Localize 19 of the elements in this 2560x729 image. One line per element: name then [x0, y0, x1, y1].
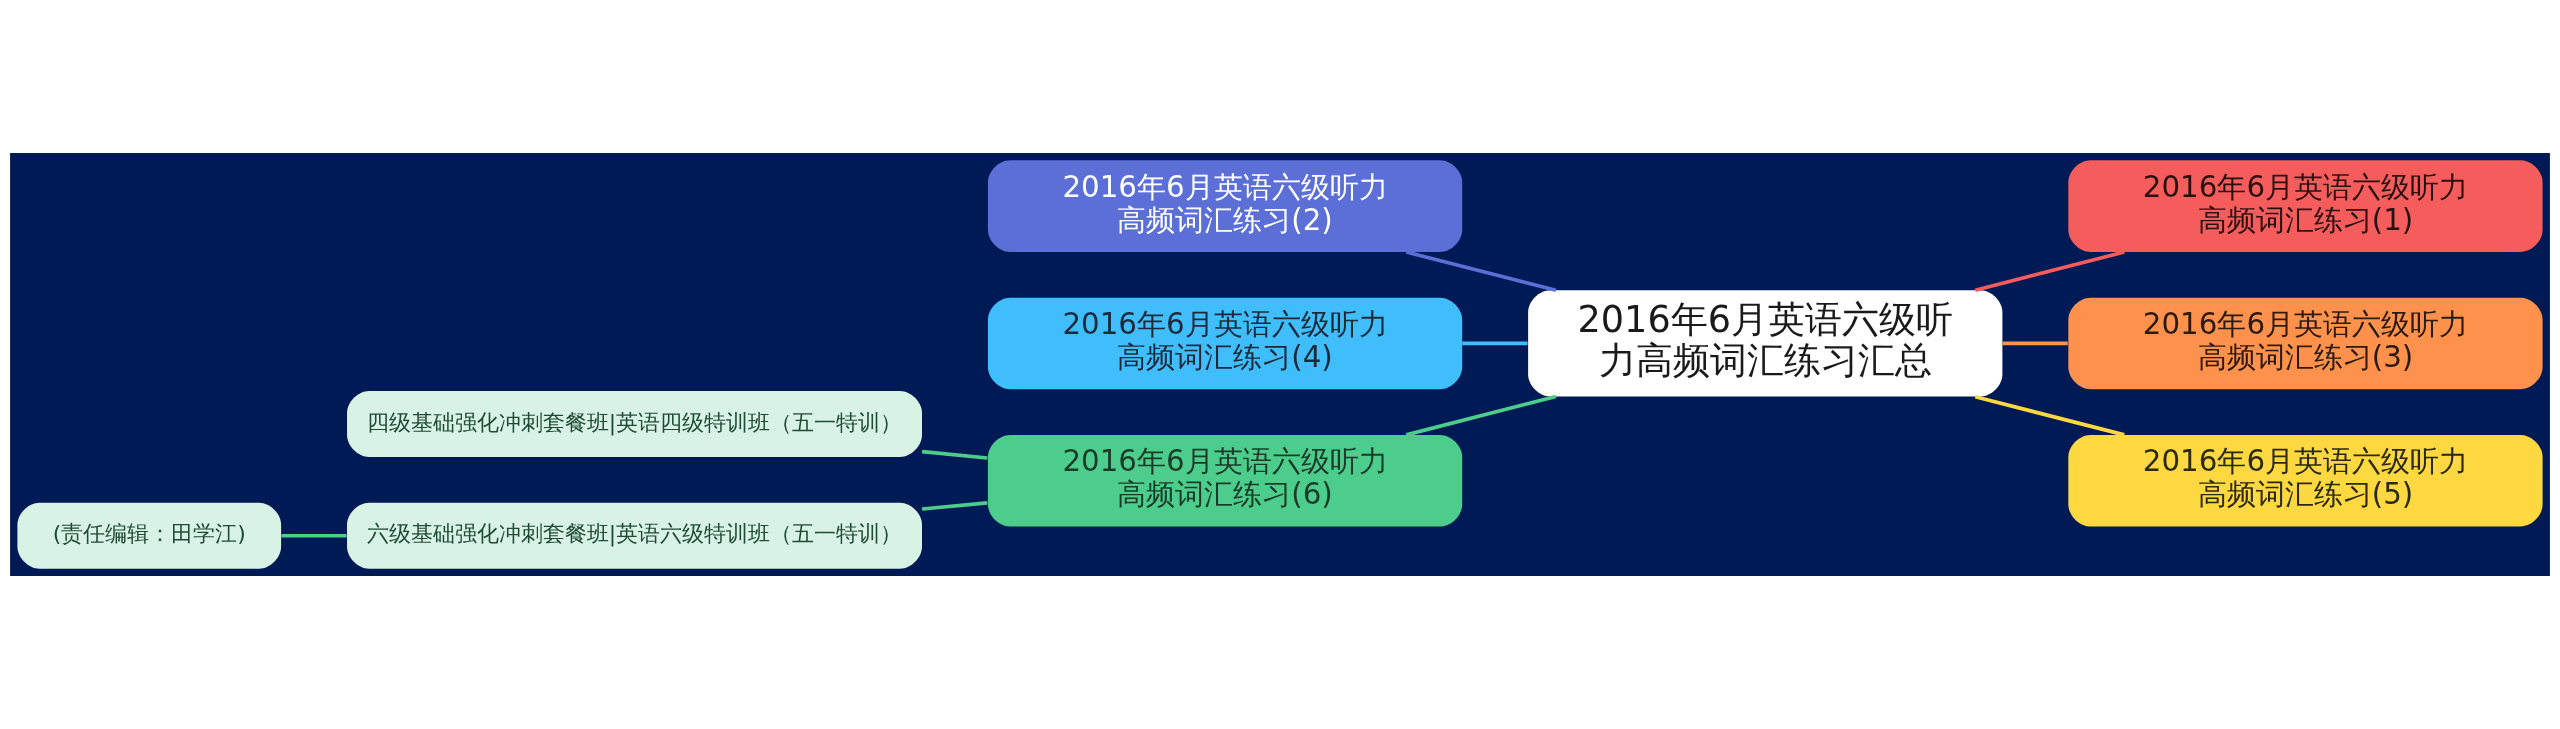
node-box: 2016年6月英语六级听力高频词汇练习(3): [2068, 297, 2543, 390]
node-box: 四级基础强化冲刺套餐班|英语四级特训班（五一特训）: [347, 391, 922, 457]
node-box: 2016年6月英语六级听力高频词汇练习(5): [2068, 435, 2543, 527]
connector: [1405, 250, 1557, 293]
connector: [921, 501, 988, 511]
node-box: 2016年6月英语六级听力高频词汇练习(2): [987, 160, 1463, 252]
node-box: 2016年6月英语六级听力高频词汇练习(4): [987, 297, 1463, 390]
connector: [1405, 394, 1557, 437]
node-box: 2016年6月英语六级听力高频词汇练习(1): [2068, 160, 2543, 252]
connector: [2002, 341, 2068, 346]
node-box: 2016年6月英语六级听力高频词汇练习(6): [987, 435, 1463, 527]
connector: [921, 449, 988, 460]
connector: [281, 533, 347, 538]
node-box: 六级基础强化冲刺套餐班|英语六级特训班（五一特训）: [347, 502, 922, 569]
node-box: 2016年6月英语六级听力高频词汇练习汇总: [1528, 290, 2003, 397]
connector: [1974, 394, 2125, 437]
connector: [1462, 341, 1528, 346]
connector: [1974, 250, 2125, 292]
node-box: (责任编辑：田学江): [17, 502, 282, 569]
